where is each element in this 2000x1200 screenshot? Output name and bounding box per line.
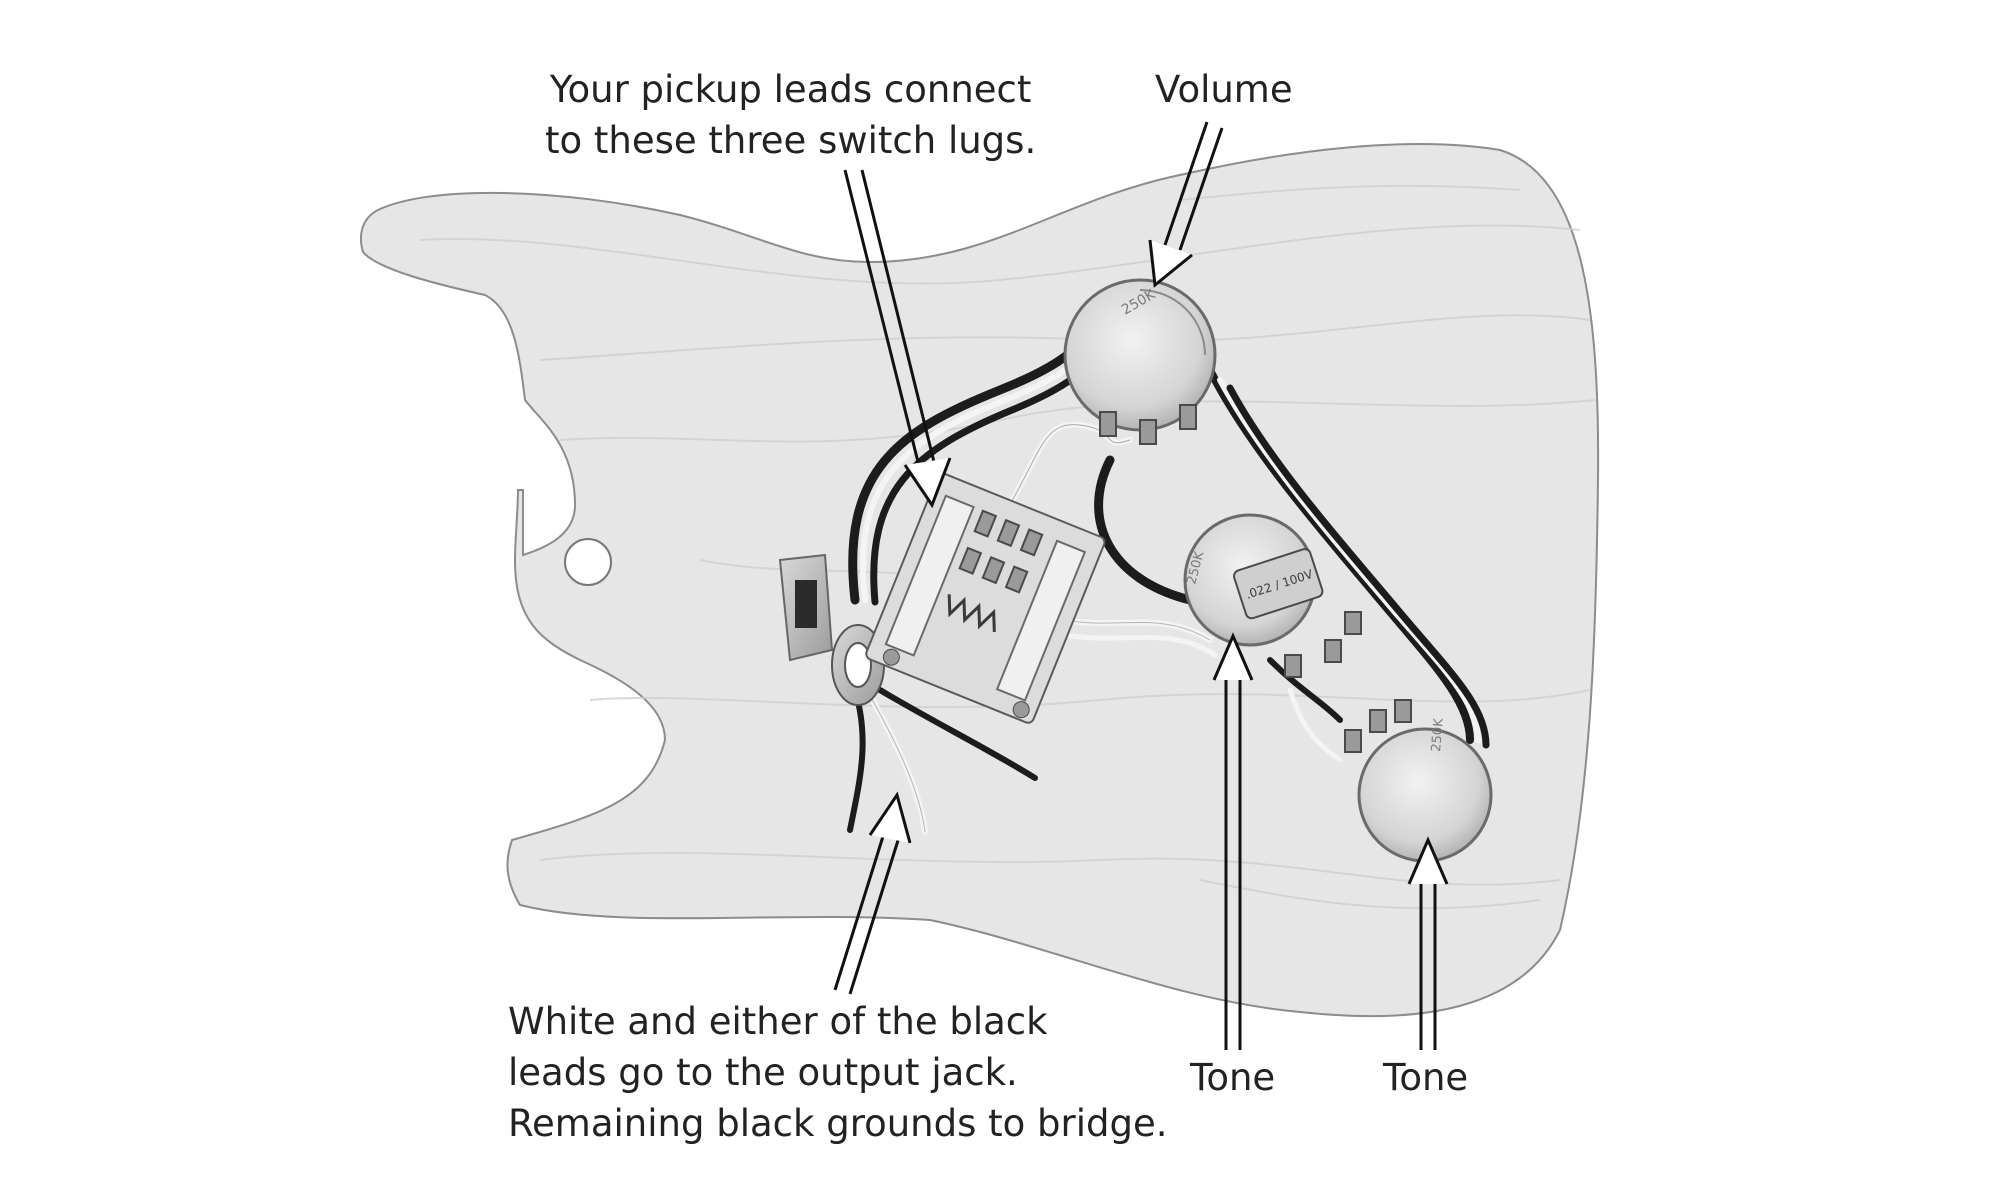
callout-switch-lugs-line1: Your pickup leads connect [549, 68, 1032, 111]
output-jack [778, 553, 885, 706]
callout-tone-1: Tone [1190, 1056, 1276, 1099]
callout-tone-2: Tone [1383, 1056, 1469, 1099]
tone-pot-1: .022 / 100V 250K [1183, 513, 1362, 678]
callout-output-jack-line2: leads go to the output jack. [508, 1051, 1018, 1094]
switch-lugs [958, 509, 1044, 594]
callout-output-jack-line1: White and either of the black [508, 1000, 1048, 1043]
tone-pot-2: 250K [1344, 699, 1493, 863]
callout-arrows [833, 121, 1449, 1050]
switch-spring [947, 594, 996, 633]
arrow-volume [1148, 121, 1224, 288]
callout-volume: Volume [1155, 68, 1293, 111]
body-hole [564, 538, 612, 586]
callout-switch-lugs-line2: to these three switch lugs. [545, 119, 1037, 162]
tone-pot-2-stamp: 250K [1429, 717, 1447, 752]
callout-output-jack: White and either of the black leads go t… [508, 996, 1168, 1149]
callout-output-jack-line3: Remaining black grounds to bridge. [508, 1102, 1168, 1145]
volume-pot-lugs [1099, 404, 1197, 445]
callout-switch-lugs: Your pickup leads connect to these three… [545, 64, 1036, 166]
volume-pot: 250K [1063, 278, 1217, 445]
arrow-output-jack [833, 791, 912, 995]
arrow-switch-lugs [843, 169, 952, 509]
capacitor: .022 / 100V [1233, 548, 1324, 620]
tone-pot-2-lugs [1344, 699, 1412, 753]
arrow-tone-2 [1407, 836, 1449, 1050]
selector-switch [865, 472, 1106, 724]
arrow-tone-1 [1212, 632, 1254, 1050]
tone-pot-1-lugs [1284, 611, 1362, 678]
